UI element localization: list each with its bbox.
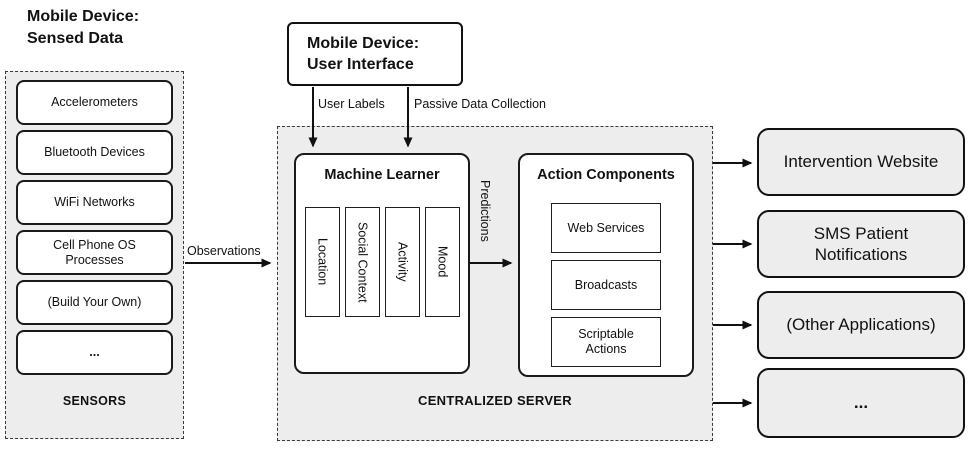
action-components-box: Action Components Web Services Broadcast… xyxy=(518,153,694,377)
sensor-node-cell-phone-os: Cell Phone OS Processes xyxy=(16,230,173,275)
edge-label-observations: Observations xyxy=(187,244,261,258)
user-interface-title-line2: User Interface xyxy=(307,56,414,73)
output-box-intervention-website: Intervention Website xyxy=(757,128,965,196)
sensor-node-bluetooth-devices: Bluetooth Devices xyxy=(16,130,173,175)
sensor-node-ellipsis: ... xyxy=(16,330,173,375)
centralized-server-footer-label: CENTRALIZED SERVER xyxy=(418,393,572,408)
action-components-title: Action Components xyxy=(537,167,675,183)
model-row: Location Social Context Activity Mood xyxy=(305,207,460,317)
sensor-node-wifi-networks: WiFi Networks xyxy=(16,180,173,225)
output-box-sms-patient-notifications: SMS Patient Notifications xyxy=(757,210,965,278)
machine-learner-box: Machine Learner Location Social Context … xyxy=(294,153,470,374)
sensed-data-title-line2: Sensed Data xyxy=(27,30,124,47)
user-interface-box: Mobile Device: User Interface xyxy=(287,22,463,86)
model-label-location: Location xyxy=(315,238,330,286)
sensor-node-build-your-own: (Build Your Own) xyxy=(16,280,173,325)
sensor-node-accelerometers: Accelerometers xyxy=(16,80,173,125)
action-node-web-services: Web Services xyxy=(551,203,661,253)
action-node-broadcasts: Broadcasts xyxy=(551,260,661,310)
edge-label-user-labels: User Labels xyxy=(318,97,385,111)
model-label-mood: Mood xyxy=(435,246,450,278)
output-box-other-applications: (Other Applications) xyxy=(757,291,965,359)
model-box-social-context: Social Context xyxy=(345,207,380,317)
sensors-footer-label: SENSORS xyxy=(62,394,127,408)
model-label-social-context: Social Context xyxy=(355,221,370,303)
action-components-stack: Web Services Broadcasts Scriptable Actio… xyxy=(551,203,661,367)
sensors-panel: Accelerometers Bluetooth Devices WiFi Ne… xyxy=(5,71,184,439)
model-label-activity: Activity xyxy=(395,242,410,282)
centralized-server-panel: Machine Learner Location Social Context … xyxy=(277,126,713,441)
model-box-activity: Activity xyxy=(385,207,420,317)
output-box-ellipsis: ... xyxy=(757,368,965,438)
model-box-mood: Mood xyxy=(425,207,460,317)
sensor-stack: Accelerometers Bluetooth Devices WiFi Ne… xyxy=(16,80,173,375)
user-interface-title-line1: Mobile Device: xyxy=(307,35,420,52)
action-node-scriptable-actions: Scriptable Actions xyxy=(551,317,661,367)
sensed-data-title-line1: Mobile Device: xyxy=(27,8,140,25)
edge-label-passive-data-collection: Passive Data Collection xyxy=(414,97,547,111)
model-box-location: Location xyxy=(305,207,340,317)
sensed-data-title: Mobile Device: Sensed Data xyxy=(27,6,139,50)
machine-learner-title: Machine Learner xyxy=(324,167,440,183)
edge-label-predictions: Predictions xyxy=(478,180,492,242)
